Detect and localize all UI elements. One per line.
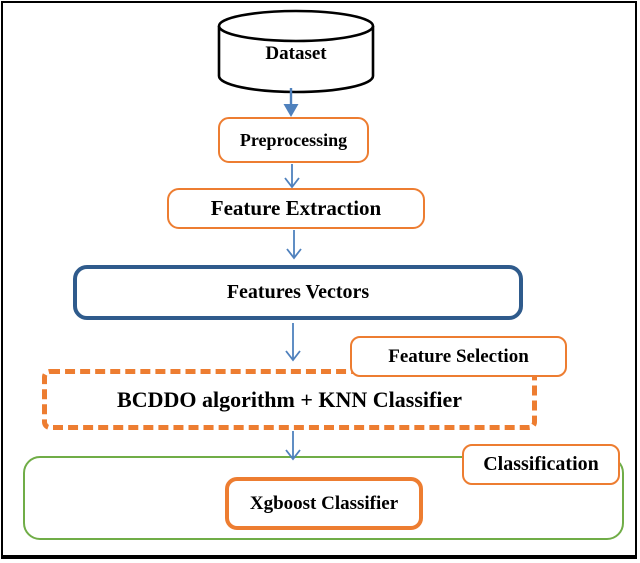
arrow-bcddo-to-classification — [285, 431, 301, 461]
feature-selection-label: Feature Selection — [388, 345, 529, 367]
arrow-feature-extraction-to-features-vectors — [286, 230, 302, 260]
features-vectors-label: Features Vectors — [226, 281, 370, 303]
node-dataset: Dataset — [216, 7, 376, 97]
dataset-label: Dataset — [265, 43, 327, 64]
cylinder-shape-icon — [217, 9, 375, 94]
node-classification-tag: Classification — [462, 444, 620, 485]
node-preprocessing: Preprocessing — [218, 117, 369, 163]
feature-extraction-label: Feature Extraction — [210, 196, 382, 220]
node-bcddo-knn: BCDDO algorithm + KNN Classifier — [42, 369, 537, 430]
bcddo-knn-label: BCDDO algorithm + KNN Classifier — [117, 386, 462, 412]
classification-group-container — [23, 456, 624, 540]
node-features-vectors: Features Vectors — [73, 265, 523, 320]
node-feature-extraction: Feature Extraction — [167, 188, 425, 229]
classification-label: Classification — [483, 453, 599, 475]
node-xgboost: Xgboost Classifier — [225, 477, 423, 530]
arrow-features-vectors-to-bcddo — [285, 323, 301, 362]
preprocessing-label: Preprocessing — [239, 129, 348, 150]
node-feature-selection-tag: Feature Selection — [350, 336, 567, 377]
arrow-preprocessing-to-feature-extraction — [284, 164, 300, 189]
xgboost-label: Xgboost Classifier — [249, 492, 399, 514]
